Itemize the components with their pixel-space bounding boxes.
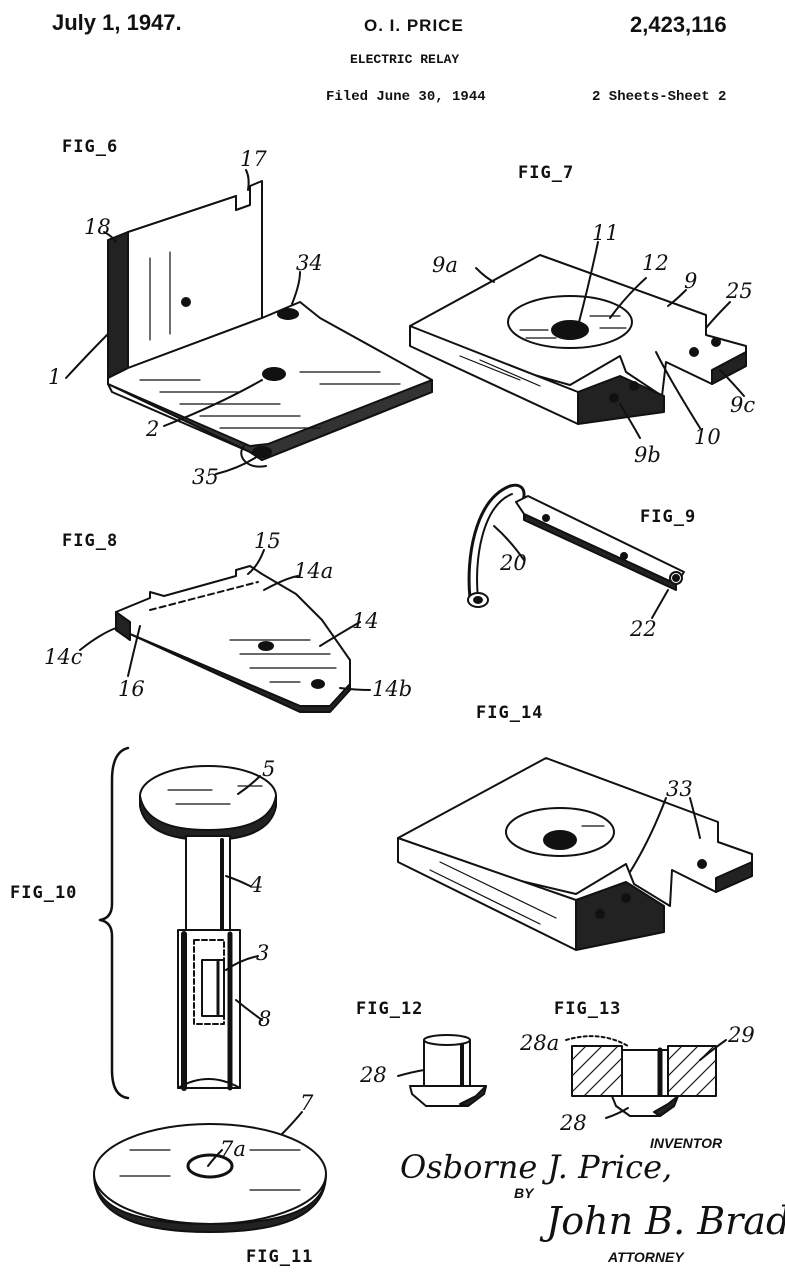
fig7-ref-25: 25 xyxy=(725,279,753,303)
fig6-ref-35: 35 xyxy=(192,465,219,489)
fig12-insert-drawing: FIG_12 28 xyxy=(356,999,487,1107)
fig7-ref-10: 10 xyxy=(694,425,721,449)
attorney-signature: John B. Brady xyxy=(539,1199,785,1243)
fig6-ref-17: 17 xyxy=(240,147,267,171)
fig7-ref-9: 9 xyxy=(684,269,697,293)
patent-date: July 1, 1947. xyxy=(52,10,182,35)
fig7-ref-12: 12 xyxy=(642,251,669,275)
fig8-ref-15: 15 xyxy=(254,529,281,553)
fig12-ref-28: 28 xyxy=(359,1063,387,1087)
fig8-ref-14: 14 xyxy=(352,609,379,633)
fig10-ref-4: 4 xyxy=(249,873,263,897)
fig6-label: FIG_6 xyxy=(62,137,118,157)
fig6-ref-2: 2 xyxy=(145,417,159,441)
fig11-washer-drawing: FIG_11 7 7a xyxy=(93,1091,327,1267)
filing-date: Filed June 30, 1944 xyxy=(326,89,486,105)
fig8-ref-16: 16 xyxy=(118,677,145,701)
fig9-label: FIG_9 xyxy=(640,507,696,527)
fig7-ref-9c: 9c xyxy=(730,393,755,417)
fig12-label: FIG_12 xyxy=(356,999,423,1019)
fig8-ref-14c: 14c xyxy=(44,645,83,669)
fig10-plunger-drawing: FIG_10 5 4 3 8 xyxy=(10,746,277,1100)
fig6-bracket-drawing: FIG_6 17 18 34 1 2 35 xyxy=(48,137,433,489)
fig7-label: FIG_7 xyxy=(518,163,574,183)
sheet-number: 2 Sheets-Sheet 2 xyxy=(592,89,727,105)
fig13-ref-28: 28 xyxy=(559,1111,587,1135)
fig13-label: FIG_13 xyxy=(554,999,621,1019)
fig14-ref-33: 33 xyxy=(666,777,693,801)
fig14-base-block-drawing: FIG_14 33 xyxy=(397,703,753,951)
attorney-label: ATTORNEY xyxy=(607,1249,685,1265)
fig13-ref-29: 29 xyxy=(727,1023,755,1047)
fig11-ref-7: 7 xyxy=(300,1091,314,1115)
fig10-label: FIG_10 xyxy=(10,883,77,903)
fig10-ref-8: 8 xyxy=(258,1007,271,1031)
patent-number: 2,423,116 xyxy=(630,12,727,37)
by-label: BY xyxy=(514,1185,535,1201)
fig9-spring-drawing: FIG_9 20 22 xyxy=(467,483,696,641)
fig7-ref-11: 11 xyxy=(592,221,619,245)
fig6-ref-1: 1 xyxy=(48,365,61,389)
fig13-ref-28a: 28a xyxy=(519,1031,559,1055)
fig10-ref-3: 3 xyxy=(256,941,269,965)
fig9-ref-20: 20 xyxy=(499,551,527,575)
fig8-label: FIG_8 xyxy=(62,531,118,551)
fig7-base-block-drawing: FIG_7 9a 11 12 9 25 9c 10 9b xyxy=(409,163,755,467)
inventor-header-name: O. I. PRICE xyxy=(364,16,464,35)
signature-block: INVENTOR Osborne J. Price, BY John B. Br… xyxy=(400,1135,785,1265)
patent-title: ELECTRIC RELAY xyxy=(350,52,460,67)
fig7-ref-9b: 9b xyxy=(634,443,661,467)
fig8-ref-14b: 14b xyxy=(372,677,412,701)
fig7-ref-9a: 9a xyxy=(432,253,458,277)
fig10-ref-5: 5 xyxy=(262,757,275,781)
fig6-ref-18: 18 xyxy=(84,215,111,239)
fig9-ref-22: 22 xyxy=(629,617,657,641)
fig14-label: FIG_14 xyxy=(476,703,543,723)
fig13-section-drawing: FIG_13 28a 29 28 xyxy=(519,999,755,1135)
fig8-ref-14a: 14a xyxy=(294,559,333,583)
inventor-signature: Osborne J. Price, xyxy=(400,1148,672,1186)
fig11-ref-7a: 7a xyxy=(220,1137,246,1161)
inventor-label: INVENTOR xyxy=(650,1135,723,1151)
fig6-ref-34: 34 xyxy=(296,251,323,275)
fig11-label: FIG_11 xyxy=(246,1247,313,1267)
fig8-plate-drawing: FIG_8 15 14a 14 14c 16 14b xyxy=(44,529,412,713)
